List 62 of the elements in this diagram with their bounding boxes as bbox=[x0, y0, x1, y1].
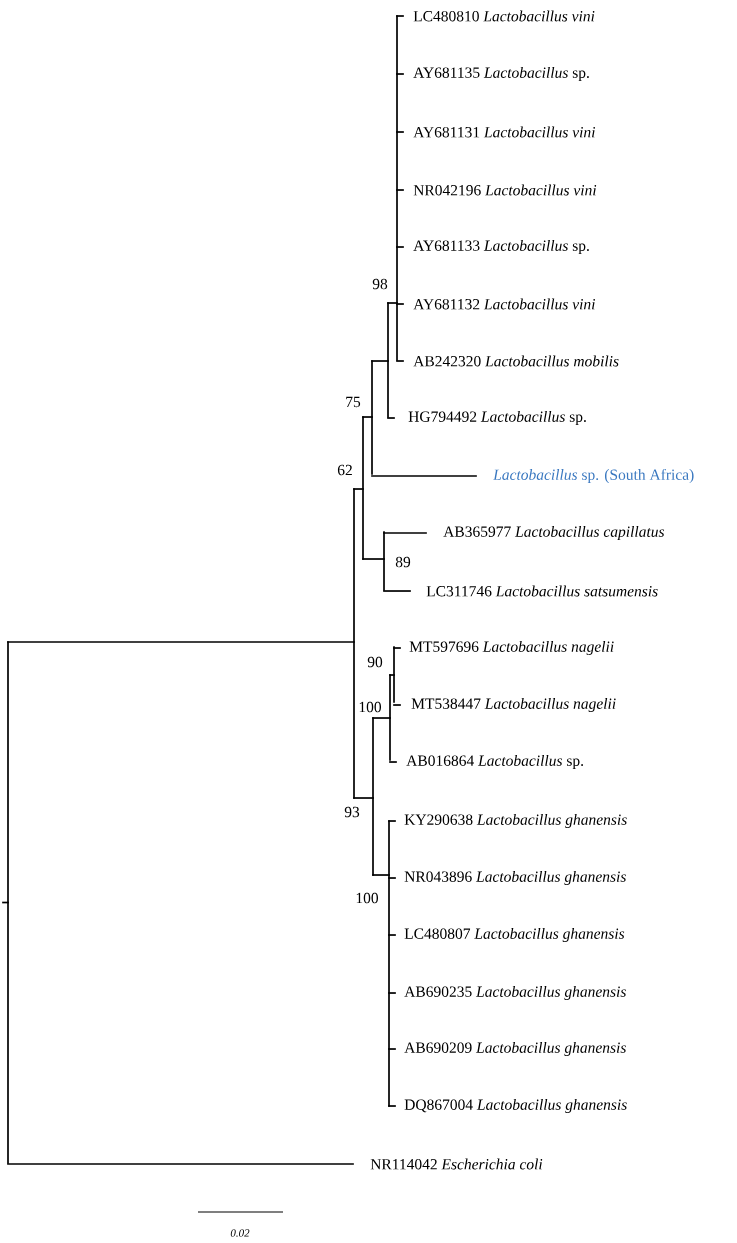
branch-line bbox=[362, 416, 373, 418]
bootstrap-value: 62 bbox=[337, 464, 352, 476]
branch-line bbox=[7, 1163, 354, 1165]
taxon-label: AY681133 Lactobacillus sp. bbox=[413, 240, 589, 255]
branch-line bbox=[353, 797, 374, 799]
taxon-label: NR114042 Escherichia coli bbox=[370, 1158, 543, 1170]
taxon-label: Lactobacillus sp. (South Africa) bbox=[493, 468, 694, 484]
branch-line bbox=[396, 131, 404, 133]
branch-line bbox=[388, 877, 396, 879]
branch-line bbox=[388, 934, 396, 936]
branch-line bbox=[396, 360, 404, 362]
taxon-label: DQ867004 Lactobacillus ghanensis bbox=[404, 1099, 627, 1114]
taxon-label: AB365977 Lactobacillus capillatus bbox=[443, 526, 665, 541]
branch-line bbox=[383, 532, 427, 534]
branch-line bbox=[371, 475, 477, 477]
branch-line bbox=[372, 874, 390, 876]
branch-line bbox=[372, 717, 391, 719]
bootstrap-value: 90 bbox=[367, 656, 383, 668]
bootstrap-value: 75 bbox=[346, 396, 361, 408]
bootstrap-value: 100 bbox=[356, 892, 379, 904]
branch-line bbox=[396, 189, 404, 191]
branch-line bbox=[388, 820, 396, 822]
taxon-label: AB016864 Lactobacillus sp. bbox=[406, 755, 583, 770]
taxon-label: MT538447 Lactobacillus nagelii bbox=[411, 698, 616, 713]
taxon-label: AY681135 Lactobacillus sp. bbox=[413, 66, 589, 82]
branch-line bbox=[371, 360, 389, 362]
branch-line bbox=[7, 641, 355, 643]
taxon-label: AB242320 Lactobacillus mobilis bbox=[413, 355, 619, 367]
bootstrap-value: 93 bbox=[344, 806, 360, 818]
taxon-label: AB690209 Lactobacillus ghanensis bbox=[404, 1042, 626, 1057]
taxon-label: LC311746 Lactobacillus satsumensis bbox=[426, 585, 658, 597]
branch-line bbox=[383, 590, 411, 592]
branch-line bbox=[387, 302, 398, 304]
branch-line bbox=[387, 417, 395, 419]
taxon-label: NR042196 Lactobacillus vini bbox=[413, 184, 597, 196]
taxon-label: KY290638 Lactobacillus ghanensis bbox=[404, 814, 627, 829]
branch-line bbox=[396, 15, 404, 17]
branch-line bbox=[389, 761, 397, 763]
branch-line bbox=[393, 704, 401, 706]
taxon-label: AY681131 Lactobacillus vini bbox=[413, 126, 595, 138]
branch-line bbox=[396, 73, 404, 75]
branch-line bbox=[393, 647, 401, 649]
taxon-label: HG794492 Lactobacillus sp. bbox=[408, 411, 586, 426]
bootstrap-value: 98 bbox=[372, 278, 388, 290]
taxon-label: NR043896 Lactobacillus ghanensis bbox=[404, 871, 626, 886]
branch-line bbox=[353, 488, 364, 490]
branch-line bbox=[2, 901, 9, 904]
bootstrap-value: 89 bbox=[395, 556, 411, 568]
taxon-label: AY681132 Lactobacillus vini bbox=[413, 298, 595, 310]
taxon-label: AB690235 Lactobacillus ghanensis bbox=[404, 986, 626, 1001]
branch-line bbox=[388, 1048, 396, 1050]
taxon-label: LC480810 Lactobacillus vini bbox=[413, 10, 595, 22]
taxon-label: LC480807 Lactobacillus ghanensis bbox=[404, 928, 625, 943]
branch-line bbox=[388, 992, 396, 994]
scale-label: 0.02 bbox=[230, 1229, 250, 1237]
branch-line bbox=[362, 558, 385, 560]
branch-line bbox=[389, 674, 395, 676]
bootstrap-value: 100 bbox=[359, 701, 382, 713]
branch-line bbox=[388, 1105, 396, 1107]
taxon-label: MT597696 Lactobacillus nagelii bbox=[409, 641, 614, 656]
branch-line bbox=[396, 303, 404, 305]
branch-line bbox=[396, 246, 404, 248]
